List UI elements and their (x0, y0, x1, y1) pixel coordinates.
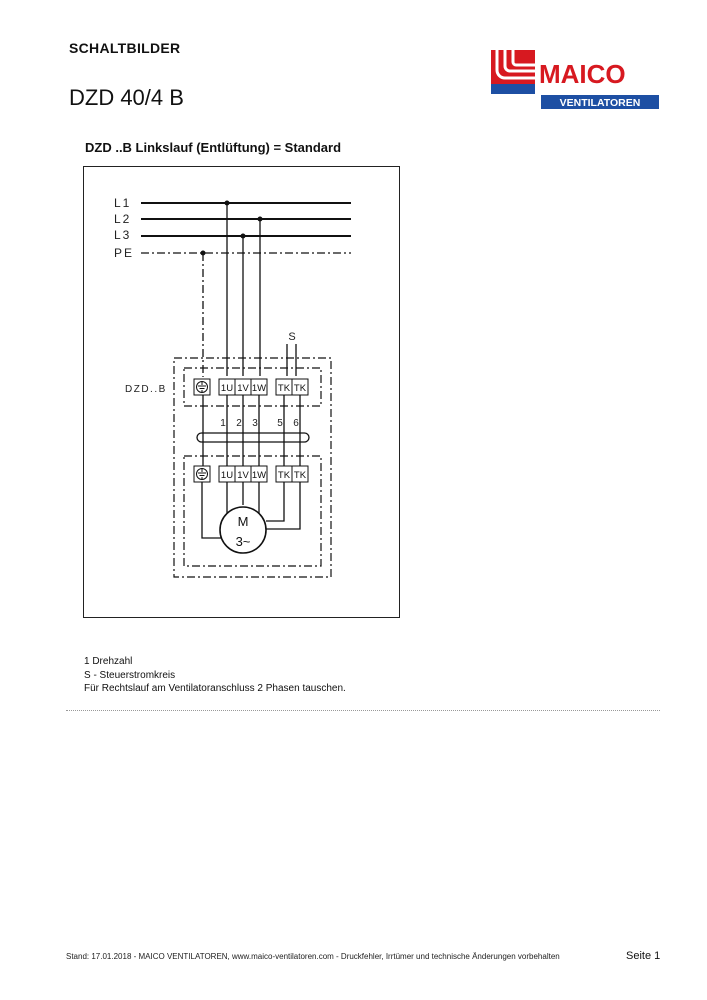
terminal-box-top (183, 367, 322, 407)
terminal-bottom-1w: 1W (252, 470, 266, 481)
logo-brand: MAICO (539, 59, 626, 89)
cable-number-6: 6 (293, 418, 299, 429)
ground-icon (196, 381, 208, 393)
cable-number-2: 2 (236, 418, 242, 429)
diagram-heading: DZD ..B Linkslauf (Entlüftung) = Standar… (85, 140, 342, 155)
cable-number-1: 1 (220, 418, 226, 429)
divider (66, 710, 660, 711)
device-label: DZD..B (125, 384, 167, 395)
terminal-bottom-tk2: TK (294, 470, 307, 481)
cable-number-3: 3 (252, 418, 258, 429)
note-line: S - Steuerstromkreis (84, 669, 176, 681)
footer-text: Stand: 17.01.2018 - MAICO VENTILATOREN, … (66, 952, 560, 961)
terminal-top-1u: 1U (221, 383, 233, 394)
logo-mark-icon (491, 50, 535, 94)
terminal-bottom-1v: 1V (237, 470, 249, 481)
control-circuit-label: S (288, 331, 295, 343)
wiring-diagram: L1 L2 L3 PE S DZD..B (83, 166, 400, 618)
terminal-top-1w: 1W (252, 383, 266, 394)
terminal-bottom-tk1: TK (278, 470, 291, 481)
terminal-top-1v: 1V (237, 383, 249, 394)
note-line: Für Rechtslauf am Ventilatoranschluss 2 … (84, 683, 346, 694)
logo-sub: VENTILATOREN (560, 97, 641, 109)
section-label: SCHALTBILDER (69, 40, 181, 56)
line-label-pe: PE (114, 246, 134, 260)
notes: 1 Drehzahl S - Steuerstromkreis Für Rech… (84, 655, 346, 696)
terminal-top-tk1: TK (278, 383, 291, 394)
device-box (173, 357, 332, 578)
cable-sheath (196, 432, 310, 443)
line-label-l2: L2 (114, 212, 131, 226)
page-number: Seite 1 (626, 950, 661, 962)
maico-logo: MAICO VENTILATOREN (491, 50, 659, 109)
line-label-l3: L3 (114, 228, 131, 242)
note-line: 1 Drehzahl (84, 656, 133, 667)
motor-label-phase: 3~ (236, 534, 251, 549)
terminal-top-tk2: TK (294, 383, 307, 394)
motor-icon (219, 506, 267, 554)
terminal-box-bottom (183, 455, 322, 567)
motor-label-m: M (238, 514, 249, 529)
terminal-bottom-1u: 1U (221, 470, 233, 481)
line-label-l1: L1 (114, 196, 131, 210)
ground-icon (196, 468, 208, 480)
cable-number-5: 5 (277, 418, 283, 429)
document-title: DZD 40/4 B (69, 85, 184, 110)
